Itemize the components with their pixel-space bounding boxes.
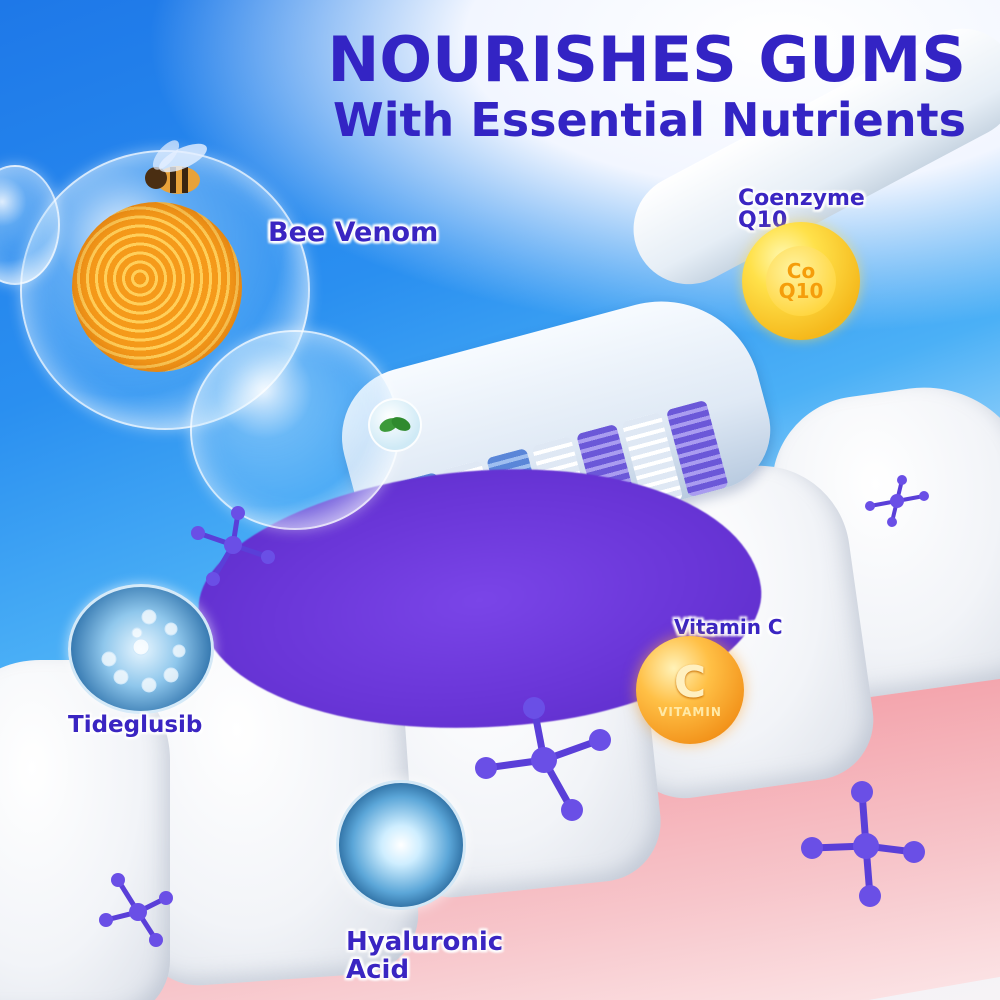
honeycomb-icon [72, 202, 242, 372]
mint-leaf-icon [379, 417, 411, 432]
tideglusib-bubble-icon [68, 584, 214, 714]
tooth-far-left [0, 660, 170, 1000]
coq10-orb-icon: Co Q10 [742, 222, 860, 340]
coenzyme-label-line2: Q10 [738, 208, 788, 233]
headline-subtitle: With Essential Nutrients [333, 93, 966, 147]
molecule-icon [191, 506, 275, 586]
vitamin-c-badge-text: VITAMIN [658, 705, 722, 719]
mint-leaf-bubble [368, 398, 422, 452]
vitamin-c-orb-icon: C VITAMIN [636, 636, 744, 744]
coenzyme-q10-label: Coenzyme Q10 [738, 188, 865, 232]
coq10-badge-line2: Q10 [778, 279, 824, 303]
hyaluronic-acid-bubble-icon [336, 780, 466, 910]
tideglusib-label: Tideglusib [68, 712, 203, 738]
bee-venom-label: Bee Venom [268, 217, 439, 248]
bee-venom-bubble [20, 150, 310, 430]
vitamin-c-letter: C [673, 657, 707, 708]
vitamin-c-label: Vitamin C [674, 615, 783, 639]
hyaluronic-acid-label: Hyaluronic Acid [346, 928, 503, 984]
molecule-icon [865, 475, 929, 527]
small-bubble [190, 330, 400, 530]
molecule-icon [99, 873, 173, 947]
molecule-icon [801, 781, 925, 907]
bee-icon [145, 140, 207, 194]
headline-title: NOURISHES GUMS [327, 23, 966, 96]
molecule-icon [475, 697, 611, 821]
cell-molecule-icon [101, 609, 186, 693]
hyaluronic-label-line1: Hyaluronic [346, 927, 504, 957]
headline: NOURISHES GUMS With Essential Nutrients [327, 23, 966, 147]
coq10-badge-line1: Co [786, 259, 816, 283]
coenzyme-label-line1: Coenzyme [738, 186, 865, 211]
hyaluronic-label-line2: Acid [346, 955, 410, 985]
